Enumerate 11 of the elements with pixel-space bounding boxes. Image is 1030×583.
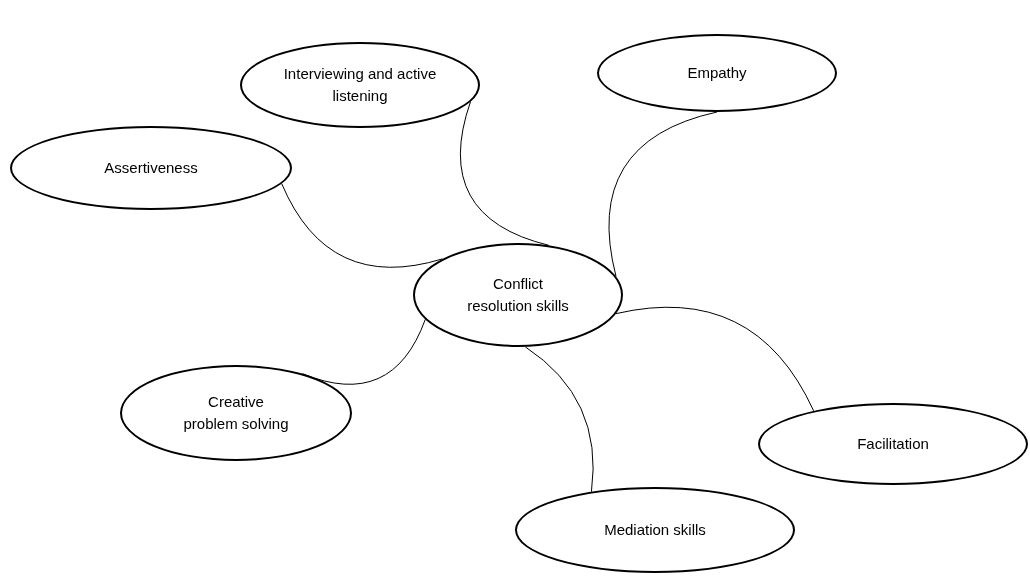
skill-label: Assertiveness: [104, 158, 198, 178]
skill-label: Conflict resolution skills: [466, 274, 570, 316]
connector-curve: [281, 183, 443, 268]
connector-curve: [608, 111, 718, 277]
skill-label: Mediation skills: [604, 520, 706, 540]
skill-label: Interviewing and active listening: [282, 64, 438, 106]
skill-label: Empathy: [687, 63, 747, 83]
connector-curve: [524, 346, 594, 493]
skill-label: Facilitation: [857, 434, 929, 454]
connector-curve: [615, 306, 815, 412]
skill-label: Creative problem solving: [182, 392, 290, 434]
